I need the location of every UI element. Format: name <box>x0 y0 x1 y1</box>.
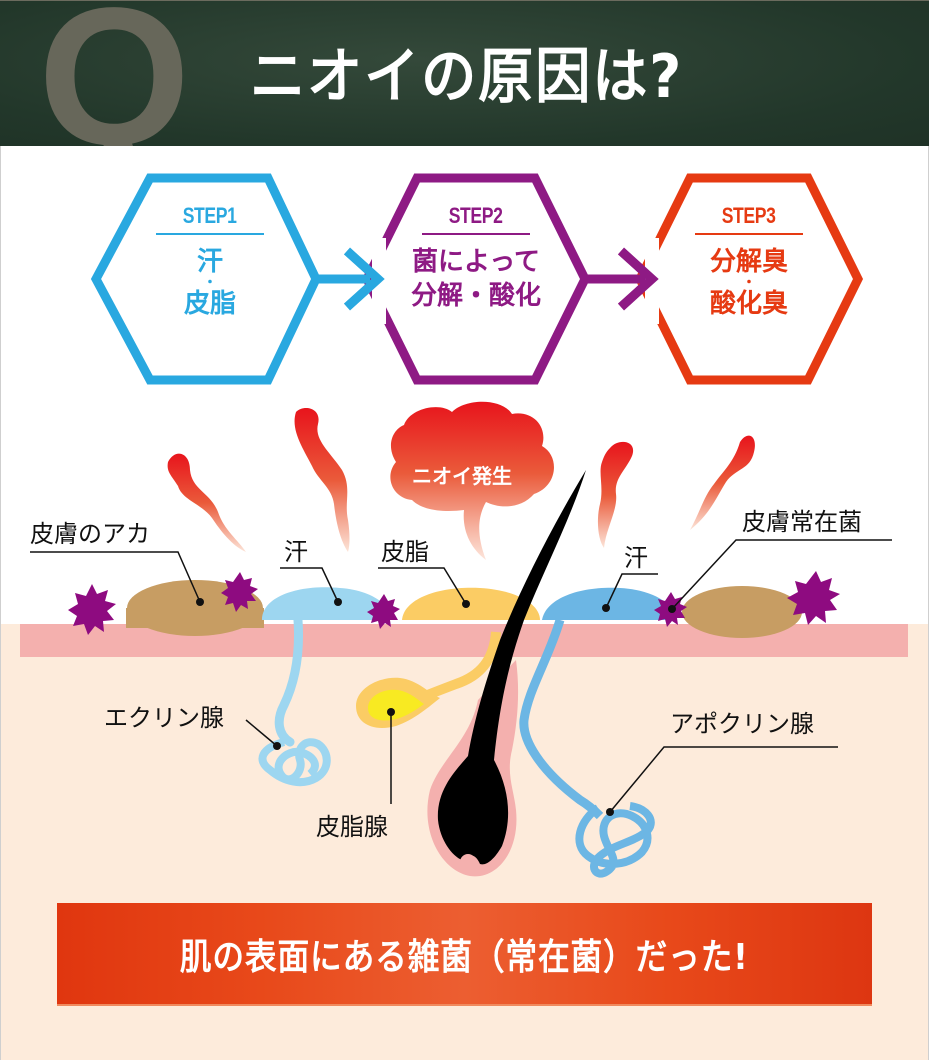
sebum-blob <box>402 587 540 620</box>
apocrine-sweat-blob <box>542 587 676 620</box>
step3-divider <box>695 233 803 235</box>
leader-sweat-left <box>280 567 339 603</box>
eccrine-duct <box>274 615 303 747</box>
smell-wisp-icon <box>597 441 634 548</box>
label-apocrine-gland: アポクリン腺 <box>670 710 814 738</box>
frame-left <box>0 146 1 1060</box>
conclusion-text: 肌の表面にある雑菌（常在菌）だった! <box>180 936 749 978</box>
leader-bacteria <box>671 539 892 610</box>
step1-line1: 汗 <box>196 247 223 277</box>
step1-divider <box>156 233 264 235</box>
eccrine-sweat-blob <box>262 587 392 620</box>
step1-dot: ・ <box>203 275 217 291</box>
leader-eccrine <box>245 719 278 747</box>
label-sweat-left: 汗 <box>284 538 308 566</box>
apocrine-gland-coil <box>575 802 655 878</box>
step1-hexagon <box>90 173 321 385</box>
q-letter: Q <box>38 0 190 147</box>
step3-line1: 分解臭 <box>709 247 788 277</box>
bacteria-icon <box>367 594 400 629</box>
step3-card: STEP3 分解臭 ・ 酸化臭 <box>669 203 829 321</box>
step2-card: STEP2 菌によって 分解・酸化 <box>396 203 556 313</box>
page-title: ニオイの原因は? <box>250 42 684 112</box>
smell-wisp-icon <box>294 408 350 552</box>
step2-label: STEP2 <box>449 203 503 228</box>
header: Q ニオイの原因は? <box>0 0 929 147</box>
label-sebum: 皮脂 <box>381 538 429 566</box>
leader-sebum <box>378 567 467 605</box>
eccrine-gland-coil <box>258 738 331 787</box>
skin-dirt-right <box>682 586 802 638</box>
smell-wisp-icon <box>167 453 246 552</box>
label-sweat-right: 汗 <box>624 544 648 572</box>
label-sebaceous-gland: 皮脂腺 <box>316 813 388 841</box>
step1-label: STEP1 <box>183 203 237 228</box>
conclusion-banner: 肌の表面にある雑菌（常在菌）だった! <box>57 903 872 1004</box>
step1-line2: 皮脂 <box>183 289 236 319</box>
step2-line1: 菌によって <box>412 247 540 277</box>
smell-cloud-label: ニオイ発生 <box>412 464 512 488</box>
bacteria-icon <box>221 572 258 612</box>
smell-cloud <box>390 401 554 560</box>
leader-dirt <box>30 551 201 603</box>
hair-shaft <box>437 470 586 865</box>
sebaceous-gland-core <box>368 689 424 721</box>
step2-line2: 分解・酸化 <box>410 281 541 311</box>
bacteria-icon <box>68 584 116 635</box>
step3-label: STEP3 <box>722 203 776 228</box>
step3-dot: ・ <box>742 275 756 291</box>
label-skin-dirt: 皮膚のアカ <box>30 520 150 548</box>
smell-wisp-icon <box>690 435 755 530</box>
step2-divider <box>422 233 530 235</box>
label-skin-bacteria: 皮膚常在菌 <box>742 508 862 536</box>
step1-card: STEP1 汗 ・ 皮脂 <box>130 203 290 321</box>
leader-sweat-right <box>605 573 658 609</box>
label-eccrine-gland: エクリン腺 <box>104 704 224 732</box>
leader-apocrine <box>609 746 838 813</box>
apocrine-duct <box>519 618 604 820</box>
step3-line2: 酸化臭 <box>709 289 788 319</box>
bacteria-icon <box>787 571 840 625</box>
